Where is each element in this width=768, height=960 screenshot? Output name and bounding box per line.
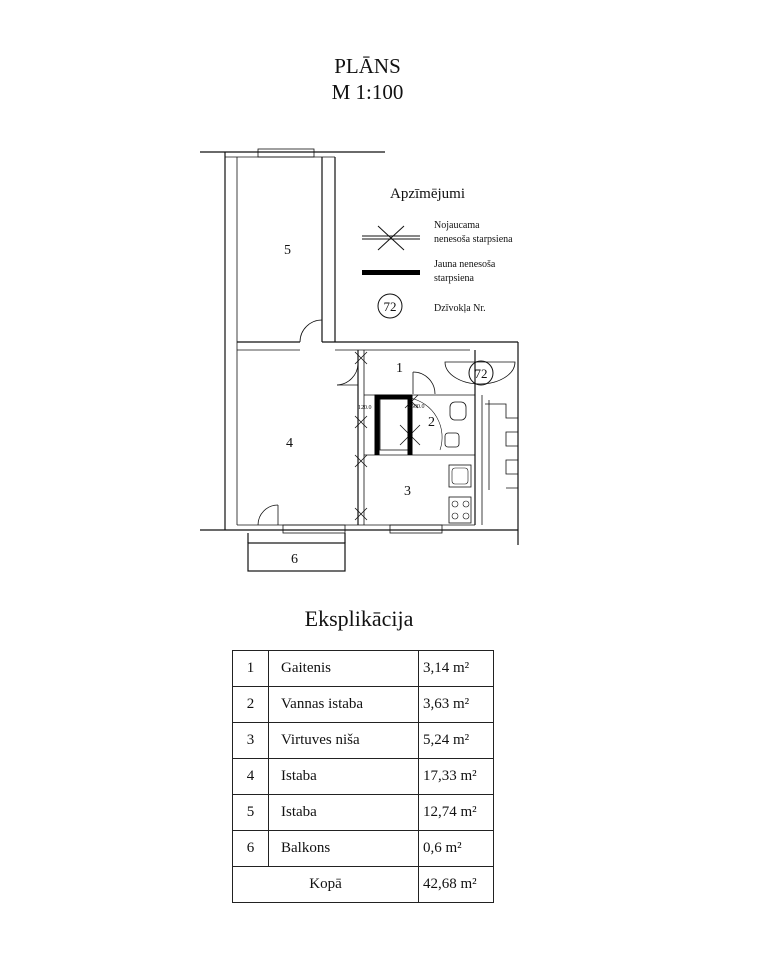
kitchen-sink-basin bbox=[451, 467, 469, 485]
room-label-2: 2 bbox=[428, 415, 435, 430]
door-room4 bbox=[336, 363, 359, 386]
legend-new-wall-label-2: starpsiena bbox=[434, 273, 475, 284]
table-row: 2 Vannas istaba 3,63 m² bbox=[232, 686, 494, 723]
window-room3 bbox=[389, 524, 443, 534]
total-area: 42,68 m² bbox=[418, 866, 494, 903]
room-area: 17,33 m² bbox=[418, 758, 494, 795]
apartment-number-marker bbox=[468, 360, 494, 386]
table-row: 1 Gaitenis 3,14 m² bbox=[232, 650, 494, 687]
row-number: 4 bbox=[232, 758, 269, 795]
row-number: 5 bbox=[232, 794, 269, 831]
stove-burner bbox=[451, 500, 459, 508]
room-name: Balkons bbox=[268, 830, 419, 867]
room-label-1: 1 bbox=[396, 361, 403, 376]
row-number: 2 bbox=[232, 686, 269, 723]
room-name: Istaba bbox=[268, 758, 419, 795]
room-area: 12,74 m² bbox=[418, 794, 494, 831]
door-room5 bbox=[299, 319, 323, 343]
legend-demolition-label-2: nenesoša starpsiena bbox=[434, 234, 513, 245]
room-area: 5,24 m² bbox=[418, 722, 494, 759]
dimension-left: 120.0 bbox=[358, 405, 372, 411]
table-total-row: Kopā 42,68 m² bbox=[232, 866, 494, 903]
explication-table: 1 Gaitenis 3,14 m² 2 Vannas istaba 3,63 … bbox=[232, 650, 494, 903]
legend-title: Apzīmējumi bbox=[390, 186, 465, 202]
kitchen-sink bbox=[448, 464, 472, 488]
room-area: 0,6 m² bbox=[418, 830, 494, 867]
legend-demolition-label-1: Nojaucama bbox=[434, 220, 480, 231]
room-area: 3,14 m² bbox=[418, 650, 494, 687]
room-name: Virtuves niša bbox=[268, 722, 419, 759]
bath-door-arc bbox=[409, 397, 443, 451]
room-label-4: 4 bbox=[286, 436, 293, 451]
table-row: 3 Virtuves niša 5,24 m² bbox=[232, 722, 494, 759]
room-label-6: 6 bbox=[291, 552, 298, 567]
table-row: 4 Istaba 17,33 m² bbox=[232, 758, 494, 795]
bathtub bbox=[379, 397, 411, 451]
room-label-3: 3 bbox=[404, 484, 411, 499]
dimension-right: 2500.0 bbox=[408, 404, 425, 410]
plan-scale: M 1:100 bbox=[331, 80, 404, 104]
floor-plan-drawing: 5 4 1 2 3 6 72 120.0 2500.0 Apzīmējumi N… bbox=[200, 148, 519, 572]
row-number: 6 bbox=[232, 830, 269, 867]
door-balcony bbox=[257, 504, 279, 526]
room-area: 3,63 m² bbox=[418, 686, 494, 723]
new-partition-wall bbox=[374, 394, 413, 455]
legend-new-wall-label-1: Jauna nenesoša bbox=[434, 259, 496, 270]
legend-new-wall-symbol bbox=[362, 270, 420, 275]
balcony-outline bbox=[247, 542, 346, 572]
table-row: 6 Balkons 0,6 m² bbox=[232, 830, 494, 867]
legend-apartment-symbol bbox=[377, 293, 403, 319]
stove-burner bbox=[462, 512, 470, 520]
window-room4 bbox=[282, 524, 346, 534]
stove bbox=[448, 496, 472, 524]
legend-apartment-symbol-text: 72 bbox=[384, 299, 397, 314]
stove-burner bbox=[462, 500, 470, 508]
row-number: 3 bbox=[232, 722, 269, 759]
legend-demolition-symbol bbox=[362, 225, 420, 251]
apartment-number: 72 bbox=[475, 366, 488, 381]
room-label-5: 5 bbox=[284, 243, 291, 258]
plan-title: PLĀNS bbox=[334, 54, 401, 78]
total-label: Kopā bbox=[232, 866, 419, 903]
door-room2 bbox=[412, 371, 436, 395]
washbasin bbox=[444, 432, 460, 448]
stove-burner bbox=[451, 512, 459, 520]
window-top bbox=[257, 148, 315, 158]
room-name: Vannas istaba bbox=[268, 686, 419, 723]
row-number: 1 bbox=[232, 650, 269, 687]
explication-title: Eksplikācija bbox=[304, 606, 414, 631]
stairs bbox=[485, 403, 519, 489]
room-name: Istaba bbox=[268, 794, 419, 831]
entrance-landing bbox=[444, 361, 516, 385]
table-row: 5 Istaba 12,74 m² bbox=[232, 794, 494, 831]
legend-apartment-label: Dzīvokļa Nr. bbox=[434, 303, 486, 314]
room-name: Gaitenis bbox=[268, 650, 419, 687]
toilet bbox=[449, 401, 467, 421]
